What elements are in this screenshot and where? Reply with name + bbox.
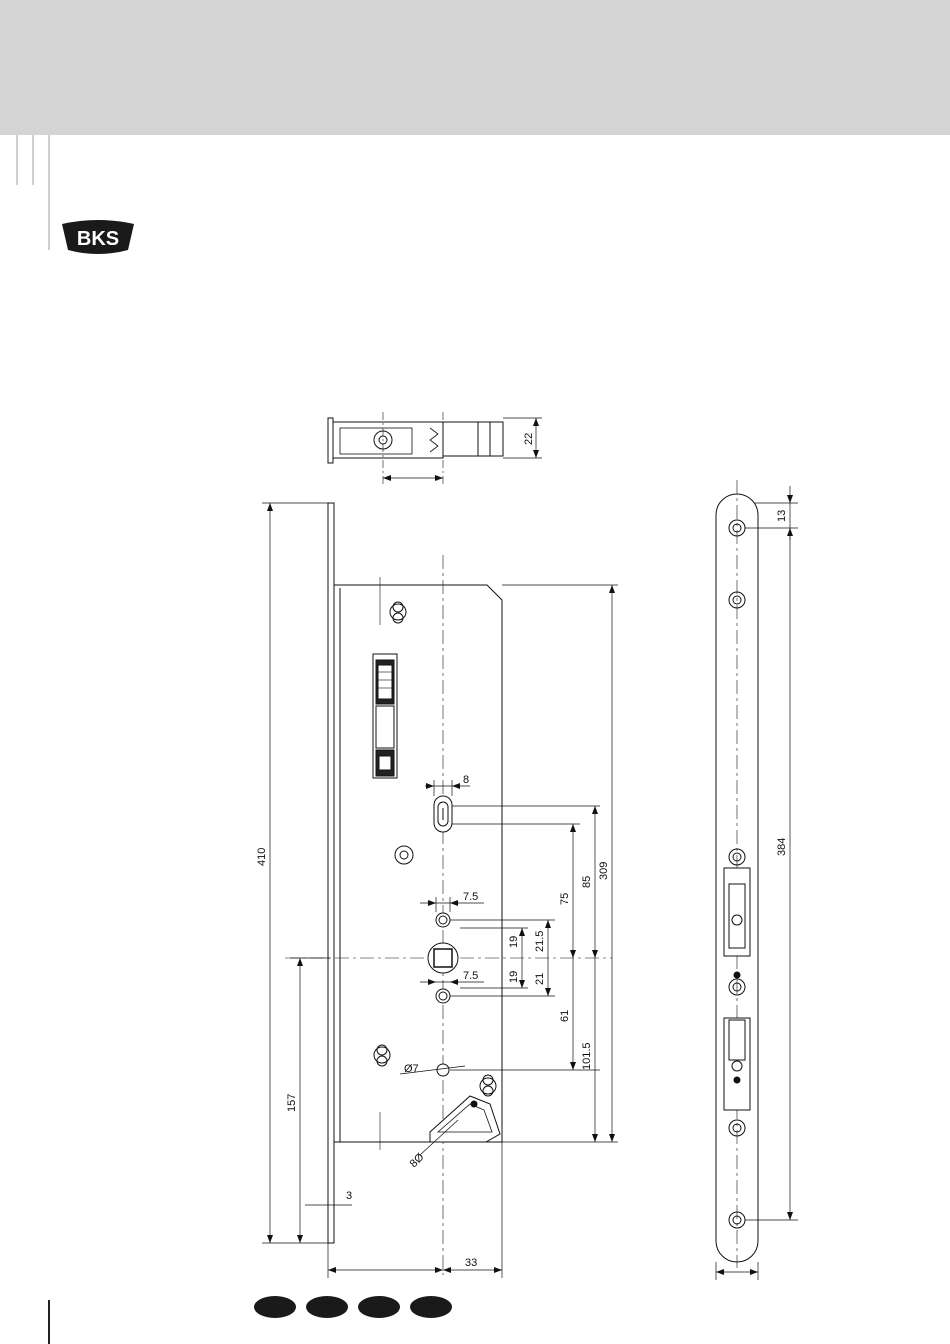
dim-8: 8: [463, 774, 469, 786]
dim-3: 3: [346, 1190, 352, 1202]
dim-85: 85: [581, 876, 593, 888]
top-view: [328, 412, 503, 485]
category-dot-2: [306, 1296, 348, 1318]
side-view: [716, 480, 758, 1268]
dim-410: 410: [256, 848, 268, 866]
dim-dia-7: Ø7: [404, 1063, 419, 1075]
dim-157: 157: [286, 1094, 298, 1112]
dim-19-upper: 19: [508, 936, 520, 948]
dim-33: 33: [465, 1257, 477, 1269]
dim-19-lower: 19: [508, 971, 520, 983]
dim-21-5: 21.5: [534, 931, 546, 952]
dim-101-5: 101.5: [581, 1042, 593, 1070]
dim-13: 13: [776, 510, 788, 522]
dim-309: 309: [598, 862, 610, 880]
dim-22: 22: [523, 433, 535, 445]
category-dot-4: [410, 1296, 452, 1318]
dim-75: 75: [559, 893, 571, 905]
dim-dia-8: 8Ø: [408, 1151, 427, 1170]
dim-384: 384: [776, 838, 788, 856]
dim-61: 61: [559, 1010, 571, 1022]
dim-7-5-lower: 7.5: [463, 970, 478, 982]
front-view: [285, 503, 612, 1275]
dim-21: 21: [534, 973, 546, 985]
dim-7-5-upper: 7.5: [463, 891, 478, 903]
category-dot-1: [254, 1296, 296, 1318]
category-dot-3: [358, 1296, 400, 1318]
